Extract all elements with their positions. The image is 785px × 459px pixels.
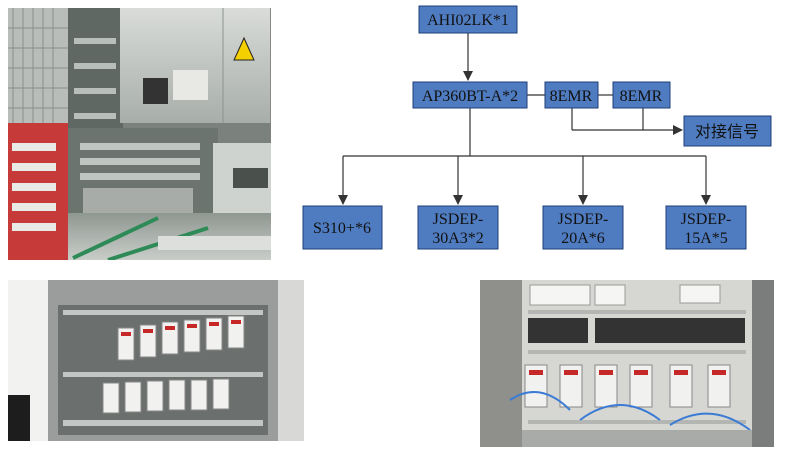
node-label-line2: 20A*6 — [561, 230, 605, 247]
node-label-line2: 15A*5 — [684, 230, 728, 247]
node-label: S310+*6 — [313, 220, 371, 237]
connections — [338, 33, 711, 205]
cabinet-photo-right — [480, 280, 774, 447]
node-8emr-1[interactable]: 8EMR — [544, 81, 599, 109]
node-label-line1: JSDEP- — [433, 211, 484, 228]
node-label: 对接信号 — [695, 123, 759, 141]
node-label-line2: 30A3*2 — [432, 230, 484, 247]
node-ahi02lk[interactable]: AHI02LK*1 — [418, 5, 518, 34]
nodes: AHI02LK*1 AP360BT-A*2 8EMR 8EMR 对接信号 S31… — [302, 5, 772, 250]
node-label: 8EMR — [550, 88, 593, 105]
node-label: 8EMR — [620, 88, 663, 105]
node-label: AP360BT-A*2 — [422, 88, 518, 105]
node-connect-signal[interactable]: 对接信号 — [683, 115, 772, 147]
machine-photo — [8, 8, 271, 260]
cabinet-photo-left — [8, 280, 304, 441]
node-label: AHI02LK*1 — [427, 12, 509, 29]
node-ap360bt[interactable]: AP360BT-A*2 — [412, 81, 528, 109]
node-jsdep-30a3[interactable]: JSDEP- 30A3*2 — [417, 205, 499, 250]
node-s310[interactable]: S310+*6 — [302, 205, 383, 250]
node-jsdep-15a[interactable]: JSDEP- 15A*5 — [665, 205, 747, 250]
node-label-line1: JSDEP- — [681, 211, 732, 228]
node-8emr-2[interactable]: 8EMR — [612, 81, 671, 109]
node-jsdep-20a[interactable]: JSDEP- 20A*6 — [542, 205, 624, 250]
node-label-line1: JSDEP- — [558, 211, 609, 228]
